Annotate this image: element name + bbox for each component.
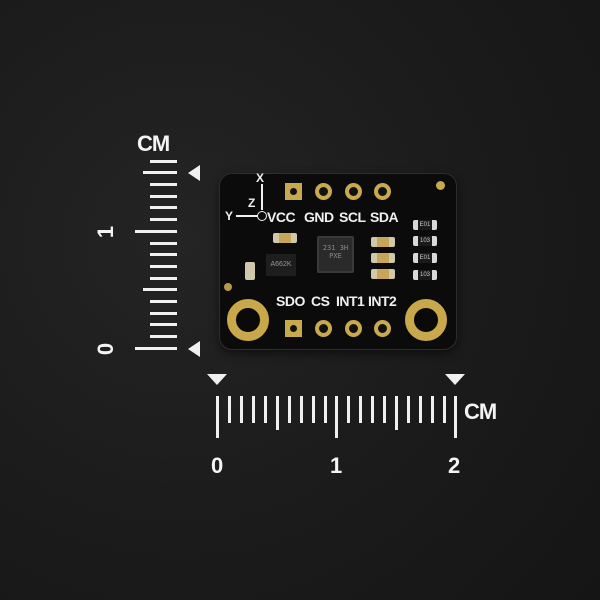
capacitor <box>371 237 395 247</box>
sensor-chip: 231 3H PXE <box>317 236 354 273</box>
ruler-tick <box>150 277 177 280</box>
pin-label-sda: SDA <box>370 209 399 225</box>
fiducial-dot <box>224 283 232 291</box>
capacitor <box>273 233 297 243</box>
ruler-tick <box>252 396 255 423</box>
ruler-tick <box>324 396 327 423</box>
marker-triangle-icon <box>188 341 200 357</box>
ruler-tick <box>443 396 446 423</box>
ruler-tick <box>419 396 422 423</box>
pin-pad-scl <box>345 183 362 200</box>
resistor: 103 <box>413 236 437 246</box>
pin-label-int2: INT2 <box>368 293 397 309</box>
ruler-tick <box>240 396 243 423</box>
pin-pad-int1 <box>345 320 362 337</box>
pin-pad-gnd <box>315 183 332 200</box>
ruler-tick <box>431 396 434 423</box>
ruler-tick <box>150 300 177 303</box>
pin-pad-sdo <box>285 320 302 337</box>
ruler-tick <box>143 288 177 291</box>
pin-label-int1: INT1 <box>336 293 365 309</box>
ruler-tick <box>228 396 231 423</box>
capacitor <box>371 253 395 263</box>
pin-pad-vcc <box>285 183 302 200</box>
horizontal-ruler-label-2: 2 <box>448 453 461 478</box>
ruler-tick <box>288 396 291 423</box>
marker-triangle-icon <box>445 374 465 385</box>
ruler-tick <box>264 396 267 423</box>
vertical-ruler-unit: CM <box>137 131 170 156</box>
mounting-hole <box>227 299 269 341</box>
ruler-tick <box>276 396 279 430</box>
ruler-tick <box>150 265 177 268</box>
horizontal-ruler-label-1: 1 <box>330 453 343 478</box>
ruler-tick <box>383 396 386 423</box>
axis-y-arrow <box>236 215 258 217</box>
ruler-tick <box>150 195 177 198</box>
ruler-tick <box>150 323 177 326</box>
pin-label-scl: SCL <box>339 209 366 225</box>
axis-z-dot-icon <box>257 211 267 221</box>
ruler-tick <box>395 396 398 430</box>
marker-triangle-icon <box>188 165 200 181</box>
horizontal-ruler-unit: CM <box>464 399 497 424</box>
ruler-tick <box>150 242 177 245</box>
ruler-tick <box>150 253 177 256</box>
pin-label-sdo: SDO <box>276 293 305 309</box>
vertical-ruler-label-0: 0 <box>93 342 119 356</box>
axis-x-label: X <box>256 171 264 185</box>
capacitor <box>371 269 395 279</box>
ruler-tick <box>300 396 303 423</box>
ruler-tick <box>150 206 177 209</box>
pin-pad-cs <box>315 320 332 337</box>
resistor: E01 <box>413 253 437 263</box>
ruler-tick <box>371 396 374 423</box>
fiducial-dot <box>436 181 445 190</box>
resistor: E01 <box>413 220 437 230</box>
ruler-tick <box>150 160 177 163</box>
ruler-tick-major <box>216 396 219 438</box>
ruler-tick <box>143 171 177 174</box>
axis-x-arrow <box>261 184 263 210</box>
ruler-tick <box>312 396 315 423</box>
vertical-ruler-label-1: 1 <box>93 225 119 239</box>
pin-label-vcc: VCC <box>267 209 296 225</box>
pin-pad-int2 <box>374 320 391 337</box>
ruler-tick-major <box>454 396 457 438</box>
ruler-tick-major <box>335 396 338 438</box>
pin-label-gnd: GND <box>304 209 334 225</box>
ruler-tick <box>150 312 177 315</box>
pin-label-cs: CS <box>311 293 330 309</box>
ruler-tick <box>359 396 362 423</box>
ruler-tick <box>150 183 177 186</box>
ruler-tick-major <box>135 230 177 233</box>
axis-z-label: Z <box>248 196 255 210</box>
voltage-regulator: A662K <box>266 254 296 276</box>
ruler-tick <box>150 218 177 221</box>
ruler-tick <box>347 396 350 423</box>
ruler-tick <box>150 335 177 338</box>
ruler-tick <box>407 396 410 423</box>
axis-y-label: Y <box>225 209 233 223</box>
horizontal-ruler-label-0: 0 <box>211 453 224 478</box>
capacitor <box>245 262 255 280</box>
resistor: 103 <box>413 270 437 280</box>
pin-pad-sda <box>374 183 391 200</box>
mounting-hole <box>405 299 447 341</box>
marker-triangle-icon <box>207 374 227 385</box>
ruler-tick-major <box>135 347 177 350</box>
